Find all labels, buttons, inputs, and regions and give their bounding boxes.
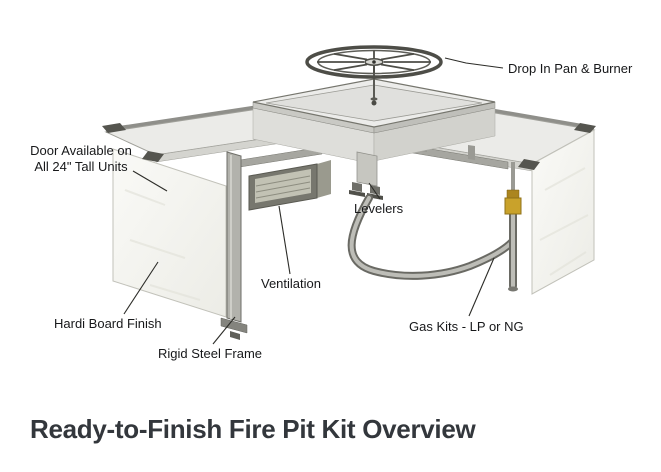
callout-ventilation: Ventilation — [261, 276, 321, 291]
callout-door-available: Door Available on All 24" Tall Units — [26, 143, 136, 174]
page-title: Ready-to-Finish Fire Pit Kit Overview — [30, 414, 476, 444]
riser-foot — [508, 286, 518, 292]
gas-kit — [347, 162, 522, 292]
steel-post — [220, 151, 248, 340]
callout-rigid-steel-frame: Rigid Steel Frame — [158, 346, 263, 361]
hardi-panel-left — [112, 148, 227, 318]
callout-levelers: Levelers — [354, 201, 404, 216]
leader-ventilation — [278, 205, 291, 275]
vent-grille — [248, 160, 331, 211]
leader-hardi-board — [123, 261, 159, 315]
leader-steel-frame — [212, 316, 236, 345]
callout-drop-in-pan-burner: Drop In Pan & Burner — [508, 61, 633, 76]
callout-gas-kits: Gas Kits - LP or NG — [409, 319, 524, 334]
callout-door-available-line1: Door Available on — [30, 143, 132, 158]
brass-valve — [504, 197, 522, 215]
ring-spokes — [317, 50, 431, 74]
drop-in-pan — [252, 78, 496, 134]
brass-nut — [506, 189, 520, 199]
leader-levelers — [368, 182, 381, 200]
leader-gas-kits — [468, 257, 495, 317]
hardi-panel-right — [531, 129, 595, 295]
callout-door-available-line2: All 24" Tall Units — [34, 158, 128, 174]
leader-drop-in-pan — [444, 57, 504, 69]
leader-lines — [123, 57, 504, 345]
callout-hardi-board-finish: Hardi Board Finish — [54, 316, 162, 331]
leader-door-available — [132, 170, 168, 192]
burner-ring — [305, 45, 443, 101]
